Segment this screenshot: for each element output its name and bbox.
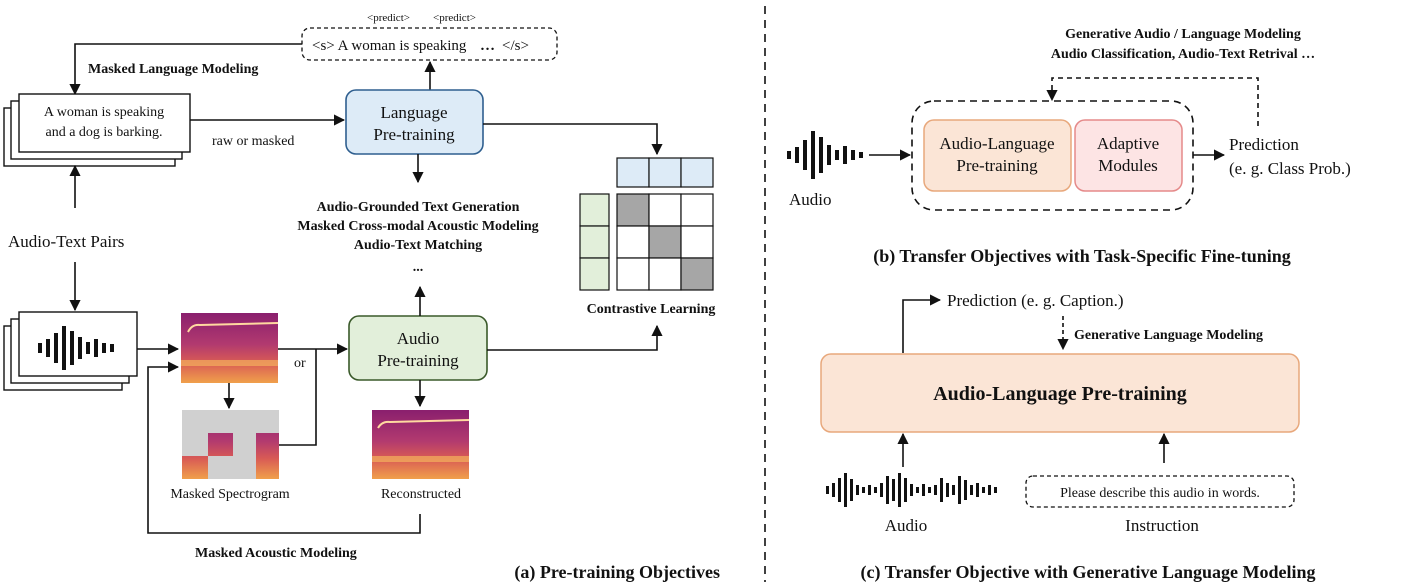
masked-spectrogram-icon xyxy=(182,410,280,479)
prediction-line2-b: (e. g. Class Prob.) xyxy=(1229,159,1351,178)
tasks-line2: Audio Classification, Audio-Text Retriva… xyxy=(1051,47,1315,62)
prediction-caption-c: Prediction (e. g. Caption.) xyxy=(947,291,1124,310)
masked-to-audio-line xyxy=(279,349,317,446)
alp-box-c-label: Audio-Language Pre-training xyxy=(933,383,1187,405)
instruction-box xyxy=(1025,475,1295,508)
raw-or-masked-label: raw or masked xyxy=(212,134,294,149)
or-label: or xyxy=(294,356,306,371)
objective-masked-cross-modal-acoustic-modeling: Masked Cross-modal Acoustic Modeling xyxy=(297,219,538,234)
waveform-icon xyxy=(3,311,138,391)
predict-tag-2: <predict> xyxy=(433,12,476,24)
language-pretraining-line2: Pre-training xyxy=(373,125,455,144)
waveform-icon xyxy=(787,131,863,179)
alp-line1-b: Audio-Language xyxy=(939,134,1054,153)
audio-pretraining-line2: Pre-training xyxy=(377,351,459,370)
alp-box-c xyxy=(820,353,1300,433)
prediction-line1-b: Prediction xyxy=(1229,135,1299,154)
language-pretraining-line1: Language xyxy=(380,103,447,122)
alp-box-b xyxy=(923,119,1072,192)
instruction-label: Instruction xyxy=(1125,516,1199,535)
panel-b-caption: (b) Transfer Objectives with Task-Specif… xyxy=(873,246,1291,267)
alp-line2-b: Pre-training xyxy=(956,156,1038,175)
tasks-line1: Generative Audio / Language Modeling xyxy=(1065,27,1301,42)
language-pretraining-box xyxy=(345,89,484,155)
spectrogram-icon xyxy=(181,313,279,383)
sequence-end: </s> xyxy=(502,38,529,54)
reconstructed-label: Reconstructed xyxy=(381,487,461,502)
mam-label: Masked Acoustic Modeling xyxy=(195,546,357,561)
waveform-icon xyxy=(826,473,997,507)
masked-spectrogram-label: Masked Spectrogram xyxy=(170,487,289,502)
panel-a-caption: (a) Pre-training Objectives xyxy=(514,562,720,583)
predict-tag-1: <predict> xyxy=(367,12,410,24)
audio-pretraining-box xyxy=(348,315,488,381)
mlm-loop-arrow xyxy=(69,43,302,96)
reconstructed-spectrogram-icon xyxy=(372,410,470,479)
panel-c-audio-label: Audio xyxy=(885,516,928,535)
audio-text-pairs-label: Audio-Text Pairs xyxy=(8,232,124,251)
contrastive-learning-label: Contrastive Learning xyxy=(587,302,716,317)
instruction-text: Please describe this audio in words. xyxy=(1060,486,1260,501)
caption-text-line2: and a dog is barking. xyxy=(45,125,162,140)
mam-loop-arrow xyxy=(147,361,421,534)
adaptive-line1: Adaptive xyxy=(1097,134,1159,153)
objective-audio-text-matching: Audio-Text Matching xyxy=(354,238,482,253)
audio-to-contrastive-arrow xyxy=(487,324,663,351)
document-stack-icon xyxy=(3,93,191,167)
similarity-matrix-icon xyxy=(579,157,714,291)
panel-b-audio-label: Audio xyxy=(789,190,832,209)
panel-a: <predict> <predict> <s> A woman is speak… xyxy=(3,12,720,583)
panel-c: Prediction (e. g. Caption.) Generative L… xyxy=(820,291,1316,583)
adaptive-line2: Modules xyxy=(1098,156,1158,175)
adaptive-modules-box xyxy=(1074,119,1183,192)
panel-c-caption: (c) Transfer Objective with Generative L… xyxy=(861,562,1316,583)
caption-text-line1: A woman is speaking xyxy=(44,105,164,120)
model-to-caption-arrow xyxy=(902,294,942,353)
objective-audio-grounded-text-generation: Audio-Grounded Text Generation xyxy=(317,200,520,215)
panel-b: Generative Audio / Language Modeling Aud… xyxy=(787,27,1351,267)
glm-label: Generative Language Modeling xyxy=(1074,328,1263,343)
tasks-loop-arrow xyxy=(1046,77,1259,126)
mlm-label: Masked Language Modeling xyxy=(88,62,258,77)
audio-pretraining-line1: Audio xyxy=(397,329,440,348)
lang-to-contrastive-arrow xyxy=(483,123,663,156)
sequence-start: <s> A woman is speaking xyxy=(312,38,467,54)
sequence-ellipsis: … xyxy=(480,38,495,54)
objective-more: ... xyxy=(413,260,424,275)
